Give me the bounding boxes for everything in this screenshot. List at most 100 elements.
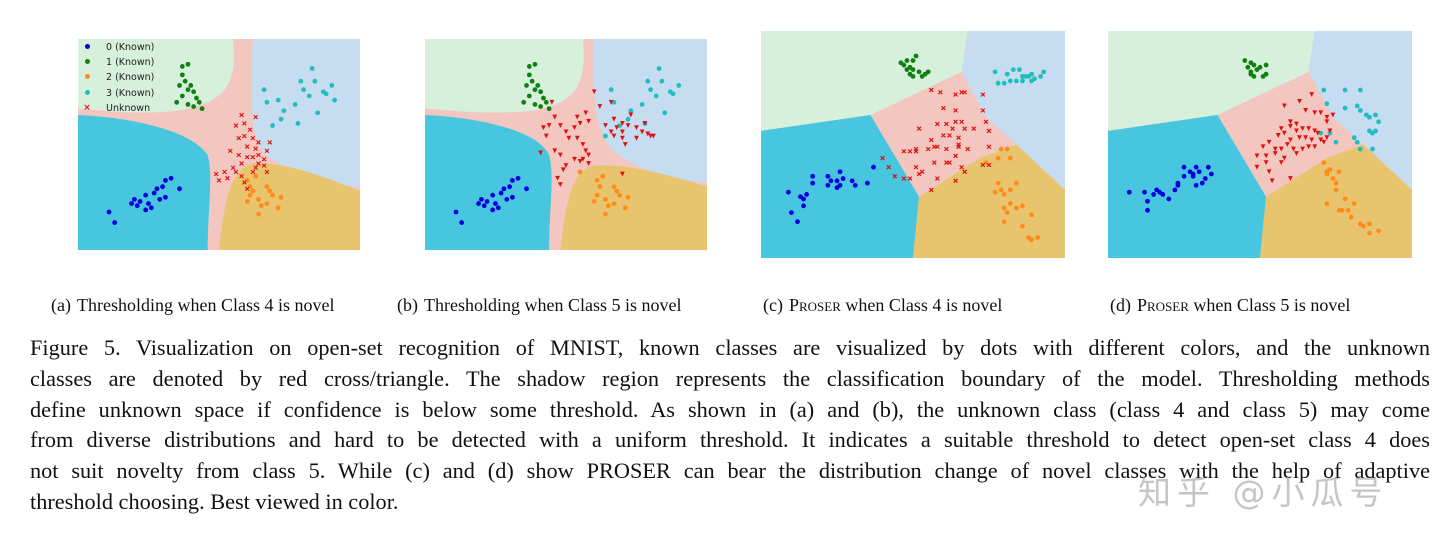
subcaption-b: (b)Thresholding when Class 5 is novel (397, 295, 682, 316)
unknown-x-marker (216, 178, 222, 183)
caption-line: Figure 5. Visualization on open-set reco… (30, 335, 1430, 360)
data-point (323, 91, 329, 97)
unknown-triangle-marker (1321, 139, 1327, 145)
data-point (295, 121, 301, 126)
unknown-triangle-marker (583, 110, 589, 116)
data-point (1007, 201, 1013, 206)
legend-item: 0 (Known) (82, 40, 154, 55)
unknown-x-marker (980, 162, 986, 168)
unknown-x-marker (239, 161, 244, 166)
data-point (526, 72, 532, 78)
unknown-triangle-marker (580, 142, 586, 147)
scatter-plot-d (1108, 31, 1412, 258)
unknown-x-marker (256, 161, 261, 166)
data-point (825, 173, 831, 179)
unknown-x-marker (901, 149, 907, 154)
unknown-triangle-marker (620, 121, 625, 126)
unknown-triangle-marker (1281, 130, 1287, 136)
unknown-triangle-marker (1266, 169, 1272, 175)
unknown-triangle-marker (639, 129, 645, 135)
data-point (1020, 223, 1025, 229)
data-point (1257, 64, 1263, 70)
unknown-x-marker (934, 121, 940, 127)
legend-dot-icon (82, 55, 92, 70)
unknown-x-marker (907, 149, 913, 154)
unknown-x-marker (916, 171, 922, 177)
caption-line: threshold choosing. Best viewed in color… (30, 488, 399, 514)
unknown-triangle-marker (583, 148, 589, 154)
unknown-triangle-marker (1272, 151, 1278, 156)
data-point (154, 186, 160, 192)
subcaption-label: (d) (1110, 295, 1131, 315)
data-point (1318, 130, 1324, 136)
data-point (515, 175, 521, 181)
unknown-triangle-marker (580, 156, 586, 162)
unknown-x-marker (267, 140, 273, 145)
unknown-x-marker (907, 176, 913, 181)
data-point (185, 61, 191, 67)
data-point (1190, 173, 1196, 179)
data-point (810, 180, 816, 186)
data-point (1376, 119, 1381, 125)
data-point (1166, 196, 1172, 202)
unknown-triangle-marker (1278, 126, 1284, 132)
data-point (1029, 237, 1034, 243)
data-point (789, 210, 794, 216)
data-point (143, 207, 149, 213)
data-point (278, 194, 284, 200)
unknown-x-marker (244, 186, 250, 192)
unknown-x-marker (892, 174, 898, 179)
data-point (1004, 210, 1010, 216)
data-point (1202, 176, 1208, 181)
data-point (1196, 169, 1202, 175)
data-point (1367, 114, 1372, 120)
unknown-x-marker (241, 180, 247, 185)
unknown-x-marker (934, 144, 940, 149)
unknown-triangle-marker (1278, 160, 1284, 166)
unknown-triangle-marker (620, 171, 625, 177)
unknown-x-marker (253, 114, 259, 120)
data-point (998, 187, 1004, 193)
unknown-x-marker (934, 176, 940, 181)
unknown-triangle-marker (1318, 137, 1324, 143)
data-point (490, 192, 496, 198)
data-point (1007, 155, 1013, 161)
data-point (871, 164, 876, 170)
unknown-x-marker (241, 133, 247, 139)
legend-dot-icon (82, 40, 92, 55)
data-point (264, 99, 270, 105)
subcaption-c: (c)Proser when Class 4 is novel (763, 295, 1002, 316)
data-point (1251, 62, 1257, 68)
data-point (1242, 58, 1248, 63)
unknown-x-marker (901, 176, 907, 181)
class2-region (1260, 144, 1412, 258)
legend-label: 3 (Known) (106, 87, 155, 99)
data-point (188, 83, 194, 88)
unknown-x-marker (986, 162, 992, 168)
data-point (1357, 108, 1363, 113)
unknown-triangle-marker (1324, 114, 1330, 120)
unknown-triangle-marker (543, 133, 549, 139)
data-point (1351, 135, 1357, 141)
unknown-triangle-marker (625, 123, 631, 128)
class1-region (78, 39, 234, 113)
data-point (901, 62, 907, 68)
unknown-triangle-marker (1312, 110, 1318, 116)
unknown-triangle-marker (1266, 139, 1272, 145)
data-point (825, 182, 831, 188)
data-point (919, 74, 925, 79)
data-point (524, 83, 529, 88)
unknown-x-marker (980, 92, 986, 97)
data-point (179, 72, 185, 78)
unknown-x-marker (956, 135, 962, 140)
scatter-plot-a (78, 39, 360, 250)
unknown-x-marker (236, 152, 242, 158)
data-point (995, 155, 1001, 161)
data-point (1339, 207, 1345, 213)
data-point (258, 203, 264, 209)
data-point (995, 180, 1001, 186)
data-point (801, 196, 806, 202)
unknown-triangle-marker (1284, 142, 1290, 147)
unknown-triangle-marker (642, 121, 648, 126)
unknown-triangle-marker (552, 148, 558, 154)
